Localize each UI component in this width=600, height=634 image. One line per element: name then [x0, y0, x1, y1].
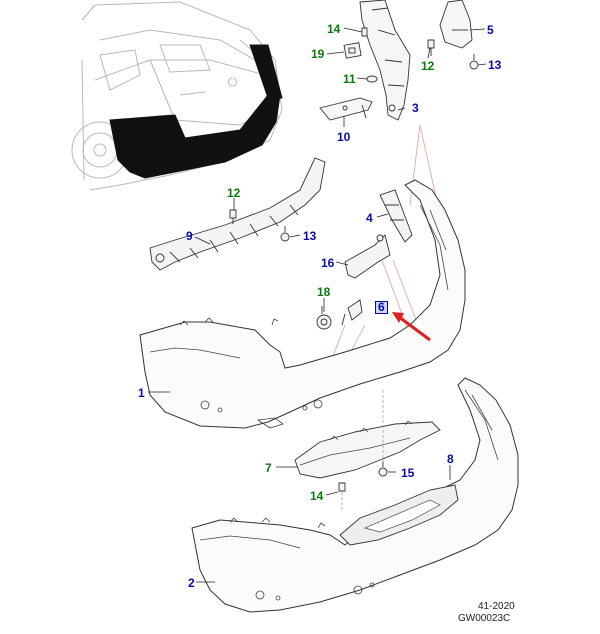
bracket-part-16	[344, 234, 391, 279]
callout-6-highlighted: 6	[375, 301, 388, 314]
callout-12-mid: 12	[227, 186, 241, 200]
bracket-part-5	[439, 0, 473, 49]
vehicle-inset-illustration	[71, 1, 283, 191]
bracket-part-9	[149, 157, 326, 271]
callout-13-top: 13	[488, 58, 502, 72]
reference-code: GW00023C	[458, 613, 511, 624]
vehicle-bumper-highlight	[109, 89, 281, 179]
callout-15: 15	[401, 466, 415, 480]
alignment-lines	[341, 390, 384, 510]
bracket-part-10	[319, 97, 373, 121]
bracket-part-3	[359, 0, 411, 121]
callout-5: 5	[487, 23, 494, 37]
callout-9: 9	[186, 229, 193, 243]
callout-12-top: 12	[421, 59, 435, 73]
callout-7: 7	[265, 461, 272, 475]
reference-number: 41-2020	[478, 601, 515, 612]
fastener-parts-top	[343, 27, 479, 83]
callout-18: 18	[317, 285, 331, 299]
bumper-part-1	[139, 179, 466, 429]
callout-3: 3	[412, 101, 419, 115]
bracket-part-4	[379, 189, 413, 243]
bumper-part-1-details	[149, 204, 449, 429]
callout-8: 8	[447, 452, 454, 466]
callout-2: 2	[188, 576, 195, 590]
undertray-part-7	[294, 421, 441, 479]
callout-16: 16	[321, 256, 335, 270]
callout-4: 4	[366, 211, 373, 225]
callout-19: 19	[311, 47, 325, 61]
sensor-part-18	[316, 306, 332, 330]
callout-14-bottom: 14	[310, 489, 324, 503]
leader-lines	[148, 27, 487, 583]
callout-10: 10	[337, 130, 351, 144]
clip-part-6	[341, 299, 363, 326]
callout-13-mid: 13	[303, 229, 317, 243]
callout-1: 1	[138, 386, 145, 400]
callout-11: 11	[343, 72, 356, 86]
callout-14-top: 14	[327, 22, 341, 36]
bumper-part-2	[191, 377, 519, 613]
